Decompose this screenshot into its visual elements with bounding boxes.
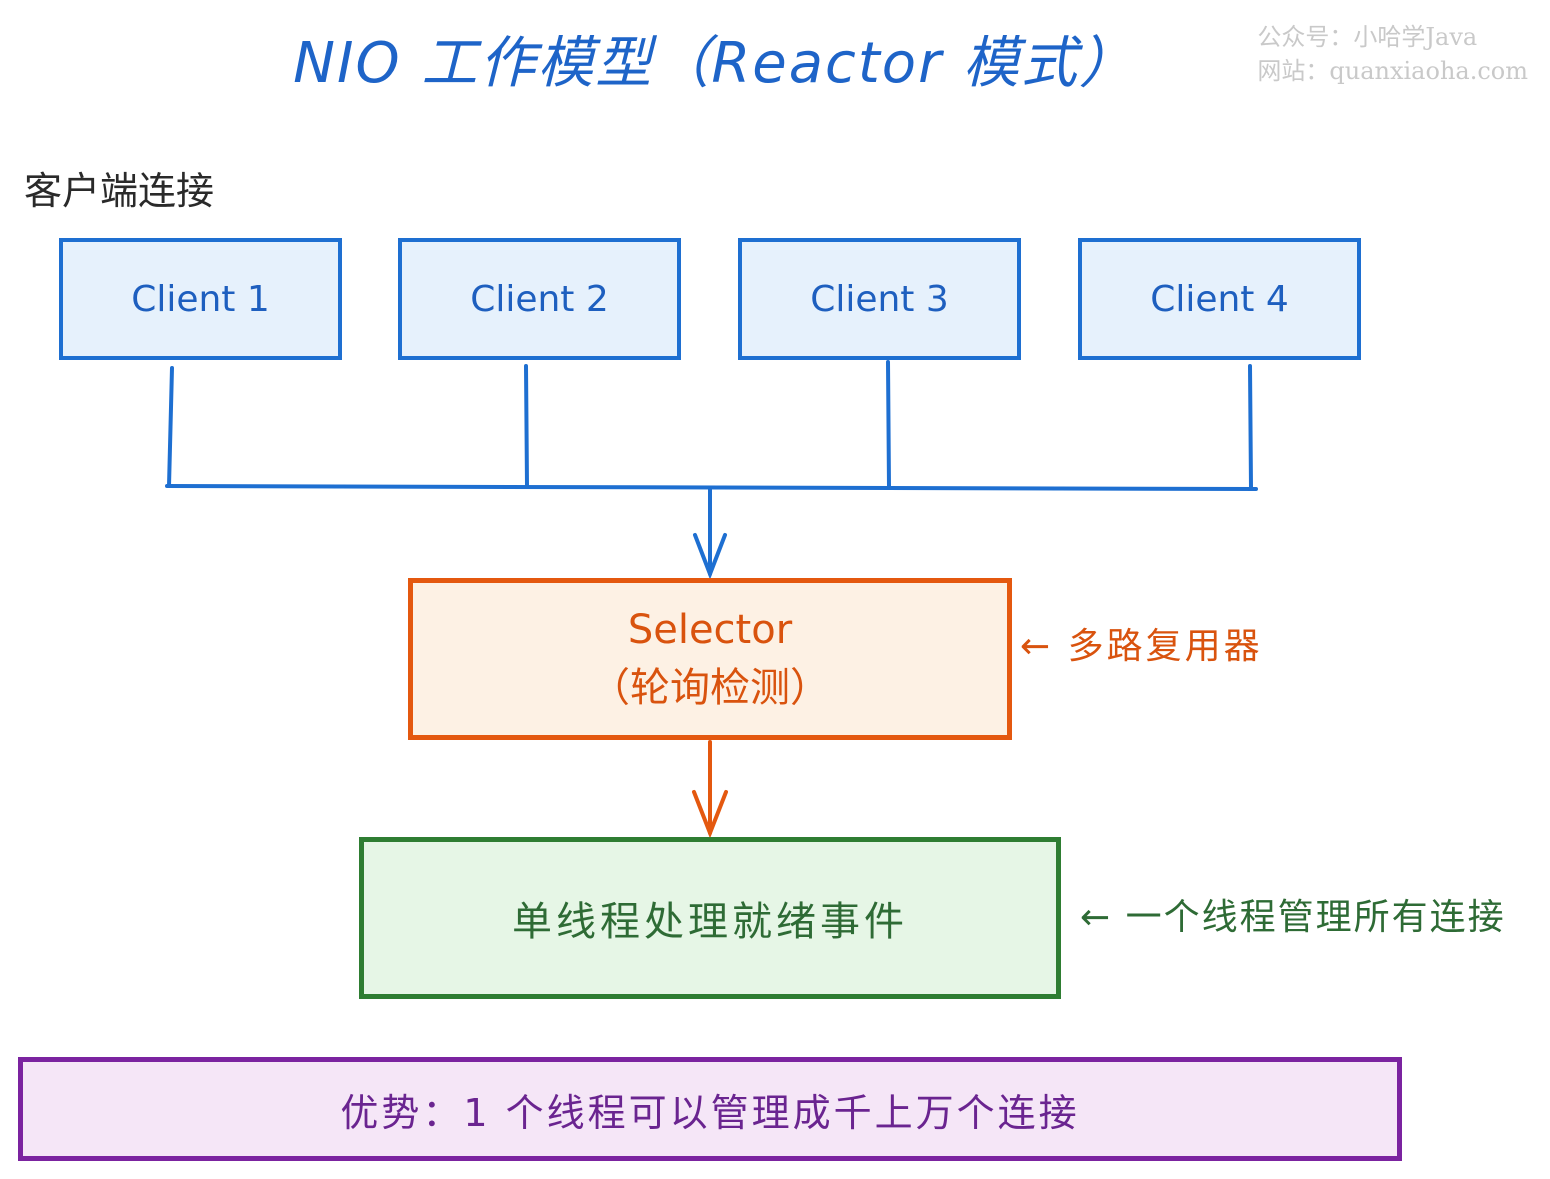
bus-to-selector-arrowhead: [693, 533, 727, 580]
selector-box: Selector （轮询检测）: [408, 578, 1012, 740]
selector-to-thread-arrowhead: [692, 790, 728, 839]
client-box-2: Client 2: [398, 238, 681, 360]
single-thread-note: ← 一个线程管理所有连接: [1080, 897, 1506, 938]
advantage-box: 优势：1 个线程可以管理成千上万个连接: [18, 1057, 1402, 1161]
advantage-label: 优势：1 个线程可以管理成千上万个连接: [340, 1090, 1080, 1135]
selector-note: ← 多路复用器: [1020, 626, 1263, 667]
watermark: 公众号：小哈学Java 网站：quanxiaoha.com: [1257, 20, 1528, 88]
client-3-connector: [886, 360, 891, 489]
single-thread-label: 单线程处理就绪事件: [512, 899, 908, 945]
client-box-1: Client 1: [59, 238, 342, 360]
client-box-3: Client 3: [738, 238, 1021, 360]
watermark-website: 网站：quanxiaoha.com: [1257, 57, 1528, 85]
client-label: Client 4: [1150, 278, 1289, 320]
client-label: Client 3: [810, 278, 949, 320]
diagram-title: NIO 工作模型（Reactor 模式）: [293, 31, 1137, 96]
selector-subtitle: （轮询检测）: [590, 665, 830, 711]
client-2-connector: [524, 364, 529, 488]
client-1-connector: [167, 366, 174, 488]
client-4-connector: [1248, 364, 1253, 490]
client-box-4: Client 4: [1078, 238, 1361, 360]
selector-title: Selector: [627, 607, 793, 653]
client-label: Client 1: [131, 278, 270, 320]
single-thread-box: 单线程处理就绪事件: [359, 837, 1061, 999]
client-label: Client 2: [470, 278, 609, 320]
client-connections-label: 客户端连接: [24, 169, 215, 213]
client-bus-line: [165, 484, 1258, 491]
watermark-account: 公众号：小哈学Java: [1257, 23, 1478, 51]
